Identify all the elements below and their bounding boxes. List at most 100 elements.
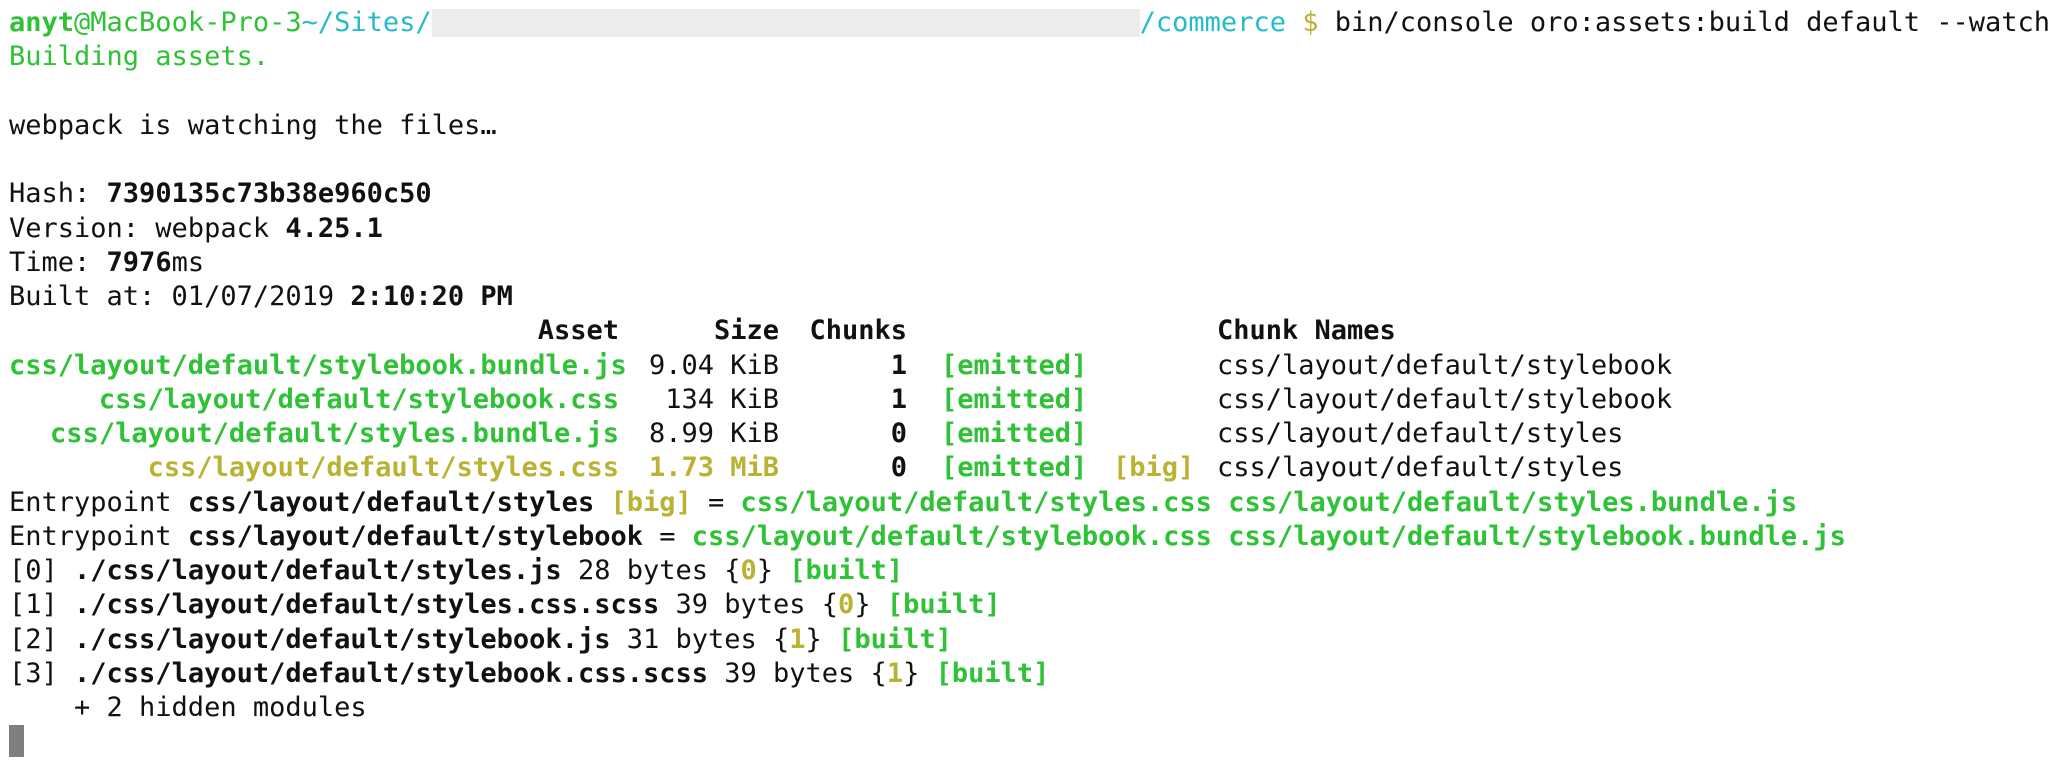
hash-value: 7390135c73b38e960c50: [106, 178, 432, 210]
entrypoint-file: css/layout/default/styles.css: [740, 486, 1212, 518]
asset-size: 134 KiB: [665, 383, 779, 415]
entrypoint-file: css/layout/default/styles.bundle.js: [1228, 486, 1798, 518]
module-brace-close: }: [903, 657, 936, 689]
asset-chunk-names: css/layout/default/stylebook: [1217, 383, 1673, 415]
built-at-time: 2:10:20 PM: [350, 281, 513, 312]
entrypoint-equals: =: [642, 520, 692, 552]
module-index: [1]: [9, 589, 75, 621]
asset-row: css/layout/default/styles.bundle.js 8.99…: [9, 417, 2049, 451]
cursor-line[interactable]: [9, 725, 2049, 759]
hash-label: Hash:: [9, 178, 107, 210]
built-at-line: Built at: 01/07/2019 2:10:20 PM: [9, 280, 2049, 314]
terminal-window[interactable]: anyt@MacBook-Pro-3~/Sites/ /commerce $ bi…: [9, 6, 2051, 759]
prompt-path-start: ~/Sites/: [301, 7, 432, 38]
asset-row: css/layout/default/stylebook.css 134 KiB…: [9, 383, 2049, 417]
module-path: ./css/layout/default/stylebook.js: [74, 623, 611, 655]
asset-chunks: 0: [890, 418, 907, 449]
big-flag: [1103, 349, 1197, 383]
asset-chunks: 1: [890, 349, 907, 381]
module-path: ./css/layout/default/stylebook.css.scss: [74, 657, 708, 689]
module-line: [0] ./css/layout/default/styles.js 28 by…: [9, 554, 2049, 588]
asset-size: 1.73 MiB: [648, 452, 779, 484]
time-label: Time:: [9, 246, 107, 278]
module-chunk: 1: [886, 657, 904, 689]
entrypoint-file: css/layout/default/stylebook.bundle.js: [1228, 520, 1846, 552]
hidden-modules-line: + 2 hidden modules: [9, 692, 367, 723]
module-chunk: 1: [789, 623, 806, 655]
big-flag: [1103, 383, 1197, 417]
prompt-command: bin/console oro:assets:build default --w…: [1334, 7, 2051, 38]
asset-chunks: 1: [890, 383, 907, 415]
asset-size: 9.04 KiB: [648, 349, 779, 381]
big-flag: [big]: [610, 486, 692, 518]
prompt-path-end: /commerce: [1139, 7, 1286, 38]
time-line: Time: 7976ms: [9, 246, 2049, 280]
command-prompt-line: anyt@MacBook-Pro-3~/Sites/ /commerce $ bi…: [9, 6, 2051, 40]
blank-line: [9, 75, 2049, 109]
emitted-flag: [emitted]: [941, 383, 1088, 415]
module-brace-close: }: [854, 589, 887, 621]
entrypoint-label: Entrypoint: [9, 520, 188, 552]
emitted-flag: [emitted]: [941, 418, 1088, 449]
big-flag: [big]: [1113, 452, 1195, 484]
version-label: Version: webpack: [9, 212, 286, 244]
asset-row: css/layout/default/stylebook.bundle.js 9…: [9, 349, 2049, 383]
module-index: [2]: [9, 623, 75, 655]
module-brace-close: }: [805, 623, 839, 655]
module-path: ./css/layout/default/styles.js: [74, 555, 562, 586]
entrypoint-file: css/layout/default/stylebook.css: [691, 520, 1212, 552]
module-line: [1] ./css/layout/default/styles.css.scss…: [9, 588, 2049, 622]
module-chunk: 0: [740, 555, 757, 586]
header-chunks: Chunks: [809, 315, 907, 347]
asset-chunk-names: css/layout/default/styles: [1217, 418, 1624, 449]
module-bytes: 39 bytes {: [659, 589, 839, 621]
redacted-path-block: [431, 9, 1140, 37]
asset-chunk-names: css/layout/default/stylebook: [1217, 349, 1673, 381]
asset-name: css/layout/default/styles.css: [147, 452, 619, 484]
module-path: ./css/layout/default/styles.css.scss: [74, 589, 660, 621]
version-line: Version: webpack 4.25.1: [9, 212, 2049, 246]
built-at-label: Built at: 01/07/2019: [9, 281, 351, 312]
module-chunk: 0: [838, 589, 855, 621]
hash-line: Hash: 7390135c73b38e960c50: [9, 177, 2049, 211]
header-chunk-names: Chunk Names: [1217, 315, 1396, 347]
module-index: [0]: [9, 555, 75, 586]
asset-row: css/layout/default/styles.css 1.73 MiB 0…: [9, 451, 2049, 485]
version-value: 4.25.1: [285, 212, 383, 244]
prompt-user: anyt: [9, 7, 75, 38]
emitted-flag: [emitted]: [941, 452, 1088, 484]
built-flag: [built]: [886, 589, 1001, 621]
emitted-flag: [emitted]: [941, 349, 1088, 381]
header-size: Size: [713, 315, 779, 347]
prompt-host: @MacBook-Pro-3: [74, 7, 302, 38]
time-value: 7976: [106, 246, 172, 278]
entrypoint-name: css/layout/default/stylebook: [187, 520, 643, 552]
asset-name: css/layout/default/styles.bundle.js: [50, 418, 619, 449]
big-flag: [1103, 417, 1197, 451]
blank-line: [9, 143, 2049, 177]
header-asset: Asset: [537, 315, 619, 347]
built-flag: [built]: [838, 623, 952, 655]
time-unit: ms: [171, 246, 205, 278]
terminal-cursor[interactable]: [9, 725, 24, 758]
asset-name: css/layout/default/stylebook.css: [98, 383, 619, 415]
asset-chunk-names: css/layout/default/styles: [1217, 452, 1624, 484]
asset-table-header: Asset Size Chunks Chunk Names: [9, 314, 2049, 348]
entrypoint-line: Entrypoint css/layout/default/stylebook …: [9, 520, 2049, 554]
module-bytes: 31 bytes {: [610, 623, 790, 655]
module-bytes: 28 bytes {: [561, 555, 741, 586]
module-index: [3]: [9, 657, 75, 689]
asset-size: 8.99 KiB: [648, 418, 779, 449]
module-bytes: 39 bytes {: [708, 657, 887, 689]
module-line: [2] ./css/layout/default/stylebook.js 31…: [9, 623, 2049, 657]
module-line: [3] ./css/layout/default/stylebook.css.s…: [9, 657, 2049, 691]
prompt-symbol: $: [1302, 7, 1319, 38]
asset-name: css/layout/default/stylebook.bundle.js: [9, 349, 627, 381]
entrypoint-line: Entrypoint css/layout/default/styles [bi…: [9, 486, 2049, 520]
module-brace-close: }: [756, 555, 790, 586]
built-flag: [built]: [935, 657, 1050, 689]
built-flag: [built]: [789, 555, 904, 586]
watching-status: webpack is watching the files…: [9, 109, 497, 141]
entrypoint-label: Entrypoint: [9, 486, 188, 518]
entrypoint-equals: =: [691, 486, 741, 518]
